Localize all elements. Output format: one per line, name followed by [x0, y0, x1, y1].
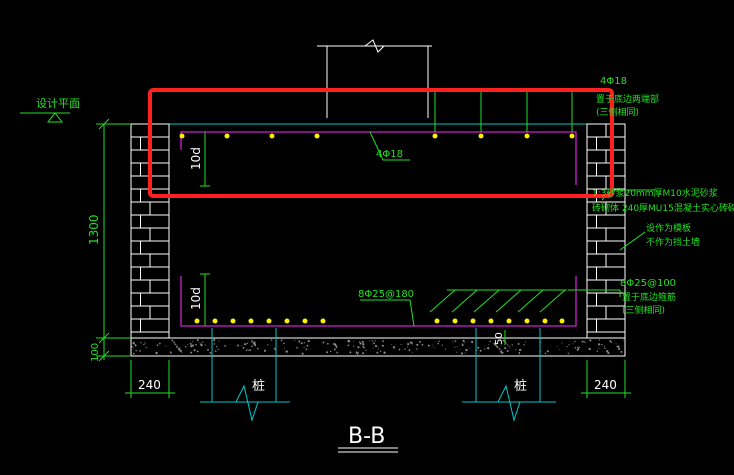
column-stub: [317, 39, 432, 118]
anchorage-dims: [200, 132, 210, 326]
brick-wall-right: [586, 123, 626, 339]
top-rebar-note-1: 置于底边两端部: [596, 93, 659, 105]
title-underline: [338, 447, 398, 453]
wall-left-dim: 240: [138, 378, 161, 392]
top-rebar-dots: [179, 133, 575, 139]
pile-label-right: 桩: [514, 379, 527, 394]
level-marker: [20, 112, 70, 123]
top-rebar-callout: 4Φ18: [600, 76, 627, 87]
anchorage-bottom-label: 10d: [189, 287, 203, 310]
wall-right-dim: 240: [594, 378, 617, 392]
rebar-cage: [180, 131, 577, 327]
width-dimensions: [125, 330, 631, 398]
top-leaders: [369, 89, 598, 161]
bottom-right-note-2: (三侧相同): [622, 304, 665, 316]
base-slab: [130, 337, 626, 357]
inner-rebar-callout: 4Φ18: [376, 149, 403, 160]
height-dim-label: 1300: [87, 214, 101, 245]
top-rebar-note-2: (三侧相同): [596, 106, 639, 118]
bottom-rebar-dots: [194, 318, 565, 324]
bottom-right-rebar-callout: 8Φ25@100: [620, 278, 676, 289]
hatch-pattern: [429, 289, 567, 313]
base-dim-label: 100: [90, 343, 101, 362]
height-dimension: [96, 118, 131, 362]
wall-note-3: 设作为模板: [646, 222, 691, 234]
wall-note-4: 不作为挡土墙: [646, 236, 700, 248]
bottom-left-rebar-callout: 8Φ25@180: [358, 289, 414, 300]
pile-label-left: 桩: [252, 379, 265, 394]
highlight-box: [148, 88, 614, 198]
bottom-right-note-1: 置于底边箍筋: [622, 291, 676, 303]
level-label: 设计平面: [36, 97, 80, 110]
section-title: B-B: [348, 424, 385, 449]
small-dim: 50: [494, 332, 505, 345]
wall-note-1: 1:3砂浆20mm厚M10水泥砂浆: [592, 187, 718, 199]
anchorage-top-label: 10d: [189, 147, 203, 170]
piles: [200, 328, 556, 422]
wall-note-2: 砖砌体 240厚MU15混凝土实心砖砌筑: [592, 202, 734, 214]
